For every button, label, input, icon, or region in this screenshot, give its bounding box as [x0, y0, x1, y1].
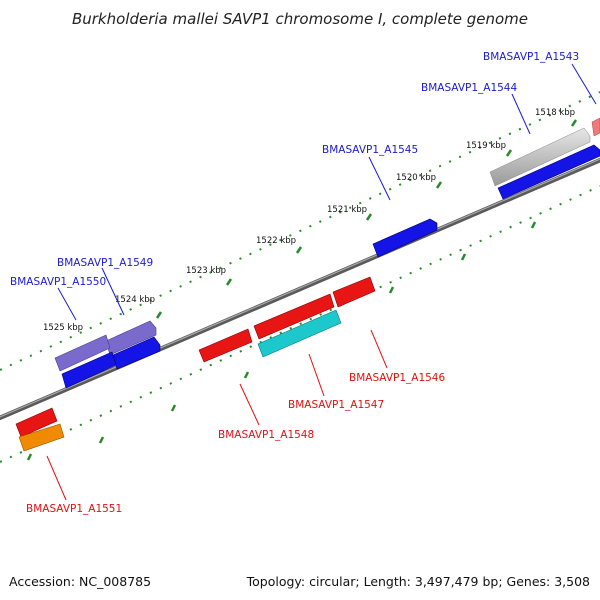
major-tick: [570, 119, 578, 127]
inner-tick-track: [0, 185, 600, 463]
major-tick: [530, 221, 537, 229]
gene-arrow-a1547-strand[interactable]: [257, 309, 342, 358]
major-tick: [155, 311, 163, 319]
tick-label: 1523 kbp: [186, 266, 226, 276]
major-tick: [170, 404, 177, 412]
gene-label-a1543[interactable]: BMASAVP1_A1543: [483, 51, 579, 63]
genome-backbone-highlight: [0, 158, 600, 418]
major-tick: [388, 286, 395, 294]
tick-label: 1520 kbp: [396, 173, 436, 183]
gene-label-a1545[interactable]: BMASAVP1_A1545: [322, 144, 418, 156]
gene-arrow-a1549[interactable]: [105, 320, 157, 356]
major-tick: [435, 181, 443, 189]
gene-arrow-a1549-strand[interactable]: [112, 336, 161, 370]
gene-label-a1546[interactable]: BMASAVP1_A1546: [349, 372, 445, 384]
leader-line: [57, 287, 77, 321]
gene-arrow-a1544[interactable]: [489, 127, 591, 187]
leader-line: [101, 267, 125, 316]
gene-arrow-a1545[interactable]: [372, 218, 438, 258]
major-tick: [243, 371, 250, 379]
accession-text: Accession: NC_008785: [9, 574, 151, 589]
gene-arrow-a1551[interactable]: [15, 407, 58, 438]
gene-label-a1544[interactable]: BMASAVP1_A1544: [421, 82, 517, 94]
leader-line: [368, 156, 391, 201]
genome-summary-text: Topology: circular; Length: 3,497,479 bp…: [246, 574, 590, 589]
tick-label: 1522 kbp: [256, 236, 296, 246]
gene-label-a1551[interactable]: BMASAVP1_A1551: [26, 503, 122, 515]
gene-arrow-a1544-strand[interactable]: [497, 144, 600, 200]
gene-arrow-a1551-strand[interactable]: [18, 423, 65, 452]
gene-arrow-a1550-strand[interactable]: [61, 351, 117, 389]
leader-line: [511, 93, 531, 135]
tick-label: 1524 kbp: [115, 295, 155, 305]
major-tick: [505, 149, 513, 157]
map-title: Burkholderia mallei SAVP1 chromosome I, …: [72, 10, 528, 28]
leader-line: [571, 63, 597, 105]
tick-label: 1519 kbp: [466, 141, 506, 151]
outer-tick-track: [0, 91, 600, 371]
major-tick: [98, 436, 105, 444]
leader-line: [308, 353, 325, 397]
gene-label-a1547[interactable]: BMASAVP1_A1547: [288, 399, 384, 411]
gene-label-a1550[interactable]: BMASAVP1_A1550: [10, 276, 106, 288]
major-tick: [26, 453, 33, 461]
leader-line: [370, 329, 388, 369]
major-tick: [295, 246, 303, 254]
tick-label: 1521 kbp: [327, 205, 367, 215]
gene-label-a1548[interactable]: BMASAVP1_A1548: [218, 429, 314, 441]
leader-line: [46, 455, 67, 501]
major-tick: [460, 253, 467, 261]
gene-arrow-a1547[interactable]: [253, 293, 335, 340]
genome-backbone: [0, 157, 600, 421]
leader-line: [239, 383, 260, 426]
gene-arrow-a1548[interactable]: [198, 328, 253, 363]
gene-arrow-a1546[interactable]: [332, 276, 376, 308]
tick-label: 1525 kbp: [43, 323, 83, 333]
gene-label-a1549[interactable]: BMASAVP1_A1549: [57, 257, 153, 269]
major-tick: [365, 213, 373, 221]
tick-label: 1518 kbp: [535, 108, 575, 118]
gene-arrow-a1550[interactable]: [54, 334, 111, 372]
gene-arrow-a1543[interactable]: [591, 117, 600, 137]
major-tick: [225, 278, 233, 286]
